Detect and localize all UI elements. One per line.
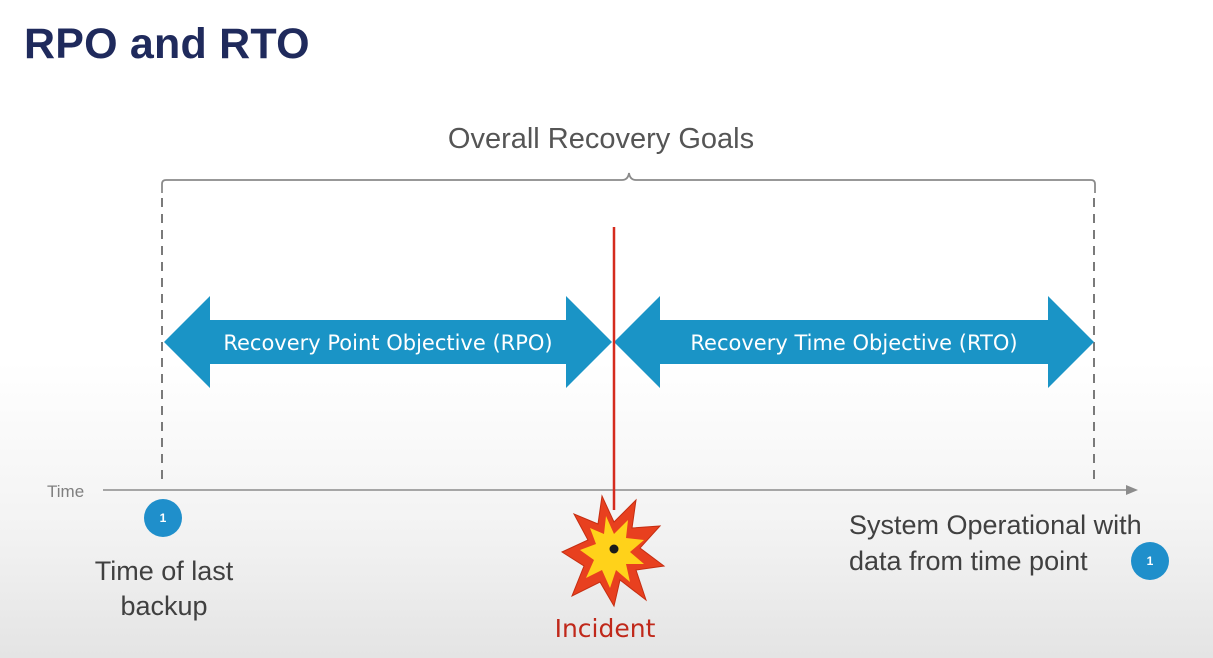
time-axis-label: Time [47,482,84,501]
overall-goals-label: Overall Recovery Goals [448,123,754,155]
svg-text:1: 1 [1147,554,1154,568]
last-backup-caption-line2: backup [120,591,207,621]
system-operational-caption-line2: data from time point [849,546,1088,576]
rto-label: Recovery Time Objective (RTO) [690,331,1017,355]
last-backup-caption-line1: Time of last [95,556,234,586]
curly-brace [161,172,1096,193]
system-operational-badge: 1 [1131,542,1169,580]
svg-text:1: 1 [160,511,167,525]
slide-title: RPO and RTO [24,20,310,68]
explosion-icon [560,494,666,608]
rto-arrow [614,296,1094,388]
rpo-label: Recovery Point Objective (RPO) [223,331,552,355]
incident-label: Incident [555,614,656,643]
rpo-arrow [164,296,612,388]
time-axis-arrowhead [1126,485,1138,495]
system-operational-caption-line1: System Operational with [849,510,1142,540]
last-backup-badge: 1 [144,499,182,537]
